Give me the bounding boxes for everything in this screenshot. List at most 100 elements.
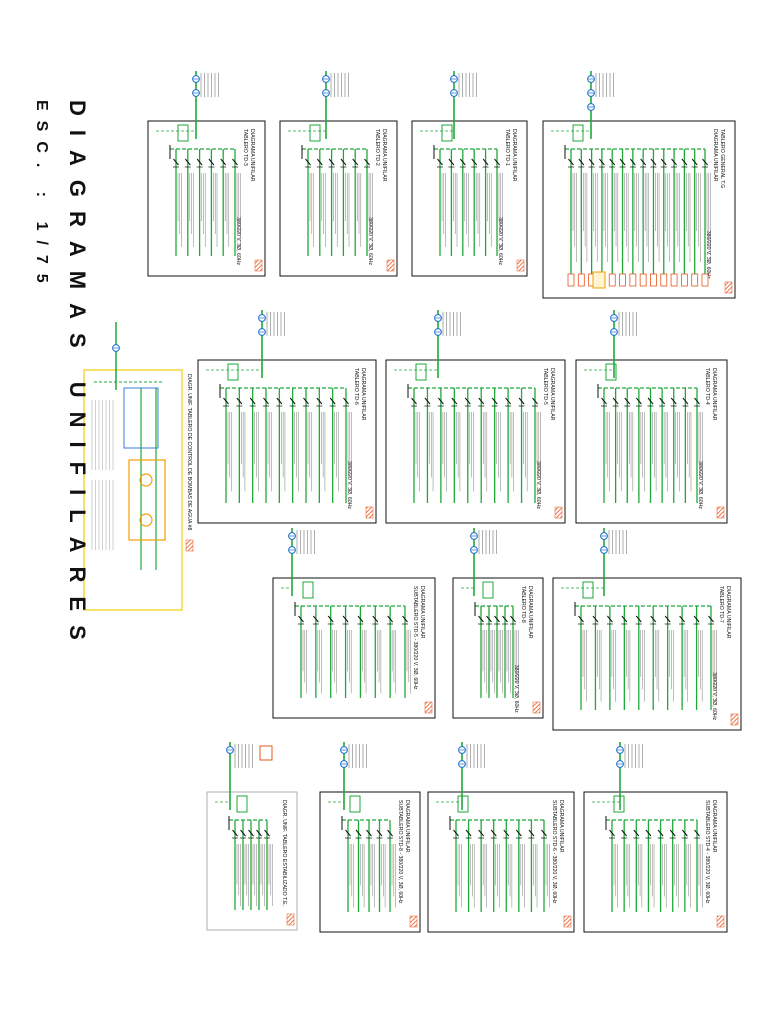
main-breaker-box bbox=[605, 363, 617, 381]
legend-hatch-mark bbox=[409, 915, 418, 928]
circuit-breaker bbox=[305, 158, 311, 166]
circuit-breaker bbox=[478, 615, 484, 623]
circuit-breaker bbox=[316, 158, 323, 166]
load-box bbox=[577, 273, 585, 287]
circuit-breaker bbox=[609, 829, 615, 837]
circuit-breaker bbox=[664, 615, 671, 623]
circuit-breaker bbox=[340, 158, 347, 166]
panel-title: DIAGRAMA UNIFILAR bbox=[711, 800, 717, 853]
panel-subtitle: TABLERO TD-6 bbox=[353, 368, 359, 405]
circuit-breaker bbox=[240, 829, 246, 837]
circuit-breaker bbox=[298, 615, 304, 623]
panel-voltage: 380/220 V, 3Ø, 60Hz bbox=[705, 231, 711, 279]
circuit-breaker bbox=[256, 829, 262, 837]
circuit-breaker bbox=[486, 615, 492, 623]
panel-subtitle: TABLERO TD-1 bbox=[504, 129, 510, 166]
circuit-breaker bbox=[669, 829, 676, 837]
circuit-breaker bbox=[679, 615, 685, 623]
circuit-breaker bbox=[635, 615, 642, 623]
pump-motor-circuit bbox=[128, 459, 166, 541]
circuit-breaker bbox=[453, 829, 459, 837]
panel-voltage: 380/220 V, 3Ø, 60Hz bbox=[497, 217, 503, 265]
stabilizer-symbol bbox=[259, 745, 273, 761]
circuit-breaker bbox=[387, 829, 393, 837]
panel-frame bbox=[575, 359, 728, 524]
load-box bbox=[680, 273, 688, 287]
circuit-breaker bbox=[682, 397, 689, 405]
circuit-breaker bbox=[276, 397, 283, 405]
panel-title: DIAGRAMA UNIFILAR bbox=[711, 368, 717, 421]
circuit-breaker bbox=[657, 829, 664, 837]
pump-panel-frame bbox=[83, 369, 183, 611]
circuit-breaker bbox=[424, 397, 431, 405]
pump-motor-symbol bbox=[139, 473, 153, 487]
panel-voltage: 380/220 V, 3Ø, 60Hz bbox=[346, 461, 352, 509]
circuit-breaker bbox=[366, 829, 372, 837]
circuit-breaker bbox=[494, 615, 500, 623]
panel-title: DIAGRAMA UNIFILAR bbox=[249, 129, 255, 182]
circuit-breaker bbox=[438, 397, 444, 405]
circuit-breaker bbox=[601, 397, 607, 405]
load-box bbox=[639, 273, 647, 287]
circuit-breaker bbox=[329, 397, 336, 405]
load-box bbox=[660, 273, 668, 287]
legend-hatch-mark bbox=[563, 915, 572, 928]
circuit-breaker bbox=[515, 829, 522, 837]
panel-title: DIAGRAMA UNIFILAR bbox=[527, 586, 533, 639]
circuit-breaker bbox=[578, 158, 585, 166]
circuit-breaker bbox=[659, 397, 666, 405]
circuit-breaker bbox=[541, 829, 547, 837]
circuit-breaker bbox=[345, 829, 351, 837]
circuit-breaker bbox=[612, 397, 619, 405]
circuit-breaker bbox=[691, 158, 698, 166]
panel-subtitle: TABLERO TD-2 bbox=[374, 129, 380, 166]
circuit-breaker bbox=[459, 158, 466, 166]
circuit-breaker bbox=[599, 158, 605, 166]
circuit-breaker bbox=[528, 829, 535, 837]
legend-hatch-mark bbox=[516, 259, 525, 272]
circuit-breaker bbox=[494, 158, 500, 166]
load-box bbox=[608, 273, 616, 287]
circuit-breaker bbox=[629, 158, 636, 166]
circuit-breaker bbox=[694, 397, 700, 405]
main-breaker-box bbox=[441, 124, 453, 142]
circuit-breaker bbox=[372, 615, 379, 623]
panel-subtitle: SUBTABLERO STD-4 - 380/220 V, 3Ø, 60Hz bbox=[704, 800, 710, 904]
circuit-breaker bbox=[503, 829, 510, 837]
panel-subtitle: TABLERO TD-4 bbox=[704, 368, 710, 405]
circuit-breaker bbox=[681, 829, 688, 837]
circuit-breaker bbox=[402, 615, 408, 623]
circuit-breaker bbox=[609, 158, 616, 166]
circuit-breaker bbox=[173, 158, 179, 166]
circuit-breaker bbox=[303, 397, 309, 405]
pump-panel: DIAGR. UNIF. TABLERO DE CONTROL DE BOMBA… bbox=[83, 322, 194, 611]
panel-voltage: 380/220 V, 3Ø, 60Hz bbox=[697, 461, 703, 509]
circuit-breaker bbox=[249, 397, 256, 405]
load-box bbox=[650, 273, 657, 287]
circuit-breaker bbox=[619, 158, 626, 166]
circuit-breaker bbox=[312, 615, 319, 623]
circuit-breaker bbox=[232, 829, 238, 837]
panel-frame bbox=[206, 791, 298, 931]
pump-motor-symbol bbox=[139, 513, 153, 527]
circuit-breaker bbox=[478, 397, 485, 405]
main-breaker-box bbox=[309, 124, 321, 142]
panel-subtitle: SUBTABLERO STD-5 - 380/220 V, 3Ø, 60Hz bbox=[412, 586, 418, 690]
main-breaker-box bbox=[613, 795, 625, 813]
load-box bbox=[629, 273, 637, 287]
panel-frame bbox=[147, 120, 266, 277]
panel-title: DIAGRAMA UNIFILAR bbox=[558, 800, 564, 853]
legend-hatch-mark bbox=[185, 539, 194, 552]
sheet-title-block: DIAGRAMAS UNIFILARES ESC. : 1/75 bbox=[30, 100, 90, 654]
legend-hatch-mark bbox=[254, 259, 263, 272]
circuit-breaker bbox=[355, 829, 362, 837]
panel-frame bbox=[552, 577, 742, 731]
panel-subtitle: TABLERO TD-5 bbox=[542, 368, 548, 405]
